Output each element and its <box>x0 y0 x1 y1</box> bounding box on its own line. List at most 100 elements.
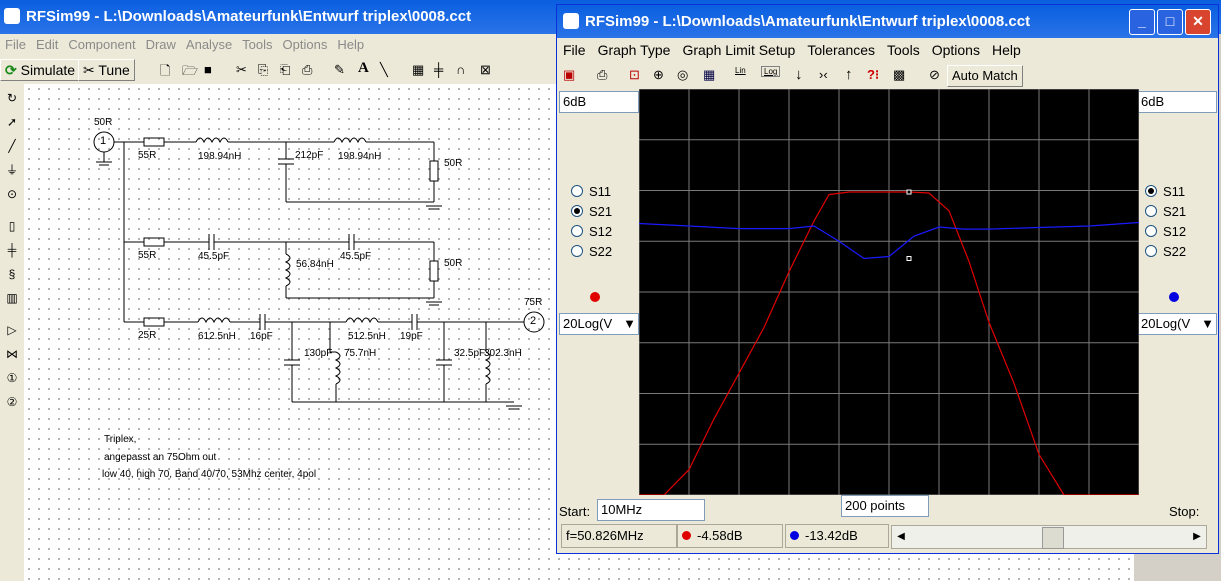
note-line-1: Triplex, <box>104 434 137 445</box>
plot-area[interactable] <box>638 88 1140 496</box>
menu-tools[interactable]: Tools <box>242 37 273 52</box>
radio-circle <box>571 185 583 197</box>
simulate-button[interactable]: ⟳ Simulate <box>0 59 81 81</box>
gmenu-file[interactable]: File <box>563 42 586 58</box>
right-radio-s11[interactable]: S11 <box>1145 184 1185 199</box>
left-radio-s21[interactable]: S21 <box>571 204 612 219</box>
inductor-icon[interactable]: § <box>8 267 16 281</box>
port1-icon[interactable]: ① <box>6 371 18 385</box>
gmenu-graph-limit[interactable]: Graph Limit Setup <box>682 42 796 58</box>
auto-match-button[interactable]: Auto Match <box>947 65 1023 87</box>
scroll-right-icon[interactable]: ▶ <box>1193 531 1201 542</box>
inductor-tool-icon[interactable]: ∩ <box>456 62 466 77</box>
resistor-icon[interactable]: ▯ <box>8 219 16 233</box>
ground-icon[interactable]: ⏚ <box>5 163 18 177</box>
menu-file[interactable]: File <box>5 37 26 52</box>
b3-inductor2-label: 512.5nH <box>348 331 386 342</box>
menu-draw[interactable]: Draw <box>145 37 176 52</box>
smith-chart-icon[interactable]: ◎ <box>677 67 689 82</box>
left-trace-color-dot[interactable] <box>590 292 600 302</box>
paste-icon[interactable]: ⎗ <box>280 62 291 77</box>
line-icon[interactable]: ╲ <box>380 62 388 77</box>
left-format-select[interactable]: 20Log(V▼ <box>559 313 639 335</box>
tune-button[interactable]: ✂ Tune <box>78 59 135 81</box>
close-button[interactable]: ✕ <box>1185 9 1211 35</box>
minimize-button[interactable]: _ <box>1129 9 1155 35</box>
rect-graph-icon[interactable]: ⊡ <box>629 67 640 82</box>
right-radio-s22[interactable]: S22 <box>1145 244 1186 259</box>
menu-help[interactable]: Help <box>337 37 365 52</box>
b1-capacitor-label: 212pF <box>295 150 324 161</box>
pointer-icon[interactable]: ➚ <box>6 115 18 129</box>
marker-s21[interactable] <box>906 189 912 195</box>
points-field[interactable]: 200 points <box>841 495 929 517</box>
source-icon[interactable]: ⊙ <box>6 187 18 201</box>
cut-icon[interactable]: ✂ <box>236 62 247 77</box>
graph-window: RFSim99 - L:\Downloads\Amateurfunk\Entwu… <box>556 4 1219 554</box>
left-scale-field[interactable]: 6dB <box>559 91 639 113</box>
rotate-icon[interactable]: ↻ <box>6 91 18 105</box>
pen-icon[interactable]: ✎ <box>334 62 345 77</box>
port-out-symbol <box>523 311 545 333</box>
new-icon[interactable]: 🗋 <box>160 63 171 78</box>
left-radio-s22[interactable]: S22 <box>571 244 612 259</box>
start-label: Start: <box>559 504 591 519</box>
right-scale-field[interactable]: 6dB <box>1137 91 1217 113</box>
menu-options[interactable]: Options <box>282 37 328 52</box>
marker-s11[interactable] <box>906 256 912 262</box>
transmission-line-icon[interactable]: ▥ <box>6 291 18 305</box>
menu-analyse[interactable]: Analyse <box>185 37 233 52</box>
schematic-drawing <box>93 131 545 410</box>
capacitor-icon[interactable]: ╪ <box>7 243 17 257</box>
polar-icon[interactable]: ⊕ <box>653 67 664 82</box>
start-field[interactable]: 10MHz <box>597 499 705 521</box>
right-radio-s12[interactable]: S12 <box>1145 224 1186 239</box>
save-icon[interactable]: ■ <box>204 62 212 77</box>
smith-icon[interactable]: ⊠ <box>480 62 491 77</box>
menu-component[interactable]: Component <box>68 37 136 52</box>
amplifier-icon[interactable]: ▷ <box>7 323 17 337</box>
tune-graph-icon[interactable]: ▩ <box>893 67 906 82</box>
marker-icon[interactable]: ⊘ <box>929 67 940 82</box>
table-icon[interactable]: ▦ <box>703 67 716 82</box>
port2-icon[interactable]: ② <box>6 395 18 409</box>
gmenu-graph-type[interactable]: Graph Type <box>597 42 671 58</box>
port-in-number: 1 <box>100 135 107 147</box>
open-icon[interactable]: 🗁 <box>182 63 199 78</box>
capacitor-tool-icon[interactable]: ╪ <box>434 62 444 77</box>
right-trace-color-dot[interactable] <box>1169 292 1179 302</box>
graph-print-icon[interactable]: ⎙ <box>597 67 608 82</box>
transformer-icon[interactable]: ⋈ <box>6 347 18 361</box>
chevron-down-icon: ▼ <box>1201 316 1214 331</box>
menu-edit[interactable]: Edit <box>35 37 59 52</box>
b3-inductor1-label: 612.5nH <box>198 331 236 342</box>
text-icon[interactable]: A <box>358 60 369 76</box>
zoom-x-icon[interactable]: ›‹ <box>819 67 828 82</box>
blue-dot-icon <box>790 531 799 540</box>
gmenu-tools[interactable]: Tools <box>887 42 920 58</box>
print-icon[interactable]: ⎙ <box>302 62 313 77</box>
arrow-up-icon[interactable]: ↑ <box>845 66 853 83</box>
lin-button[interactable]: Lin <box>735 66 746 75</box>
maximize-button[interactable]: □ <box>1157 9 1183 35</box>
right-format-select[interactable]: 20Log(V▼ <box>1137 313 1217 335</box>
help-icon[interactable]: ?⁝ <box>867 67 880 82</box>
gmenu-help[interactable]: Help <box>991 42 1021 58</box>
scroll-left-icon[interactable]: ◀ <box>897 531 905 542</box>
calculator-icon[interactable]: ▦ <box>412 62 425 77</box>
scroll-thumb[interactable] <box>1042 527 1064 549</box>
b2-capacitor1-label: 45.5pF <box>198 251 230 262</box>
right-radio-s21[interactable]: S21 <box>1145 204 1186 219</box>
export-icon[interactable]: ▣ <box>563 67 576 82</box>
wire-icon[interactable]: ╱ <box>8 139 16 153</box>
copy-icon[interactable]: ⎘ <box>258 62 269 77</box>
arrow-down-icon[interactable]: ↓ <box>795 66 803 83</box>
log-button[interactable]: Log <box>761 66 781 77</box>
gmenu-tolerances[interactable]: Tolerances <box>807 42 876 58</box>
left-radio-s11[interactable]: S11 <box>571 184 611 199</box>
radio-circle <box>1145 205 1157 217</box>
blue-value-text: -13.42dB <box>805 528 858 543</box>
gmenu-options[interactable]: Options <box>931 42 980 58</box>
left-radio-s12[interactable]: S12 <box>571 224 612 239</box>
frequency-scrollbar[interactable]: ◀ ▶ <box>891 525 1207 549</box>
